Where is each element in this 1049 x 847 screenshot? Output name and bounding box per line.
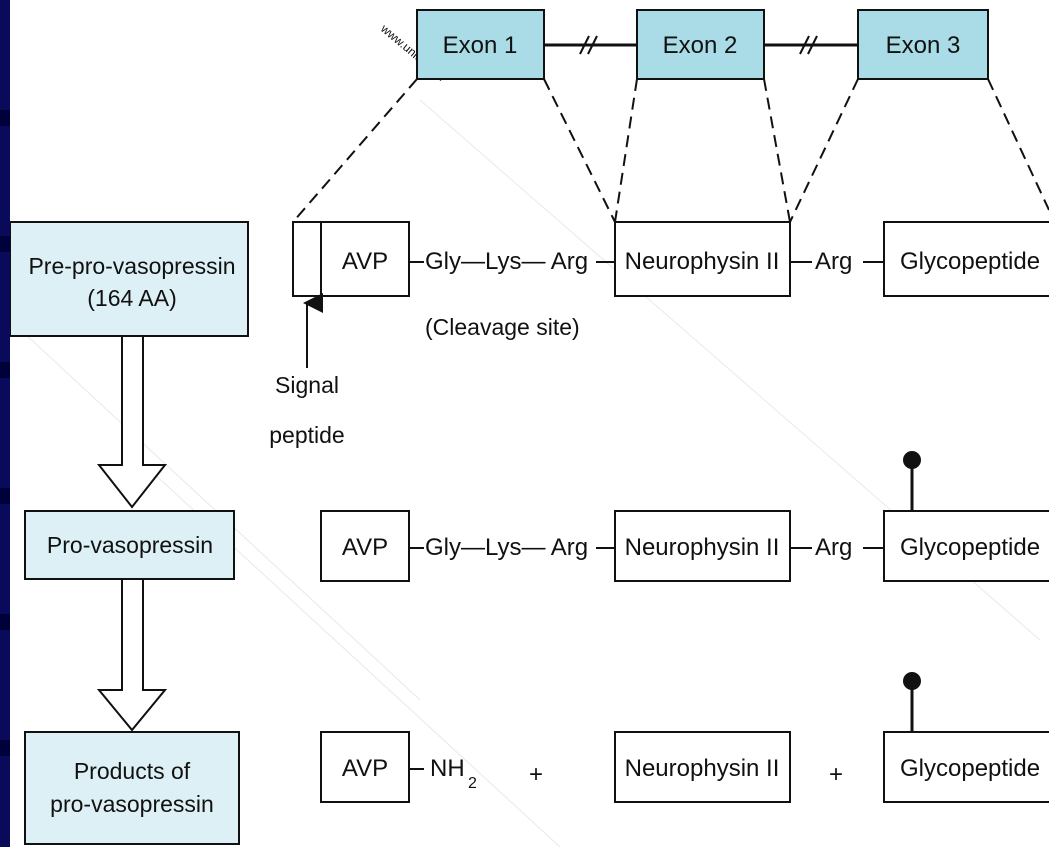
exon-row: Exon 1 Exon 2 Exon 3 [416,9,989,80]
neurophysin-label: Neurophysin II [625,755,780,782]
exon-3-label: Exon 3 [886,32,961,59]
neurophysin-box [614,731,791,803]
stage-products-box [24,731,240,845]
avp-box [320,221,410,297]
down-arrow-1 [96,335,168,509]
row-provasopressin: AVP Gly—Lys— Arg Neurophysin II Arg Glyc… [320,451,1049,582]
vasopressin-gene-diagram: www.unidocs.it Exon 1 Exon 2 Exon 3 Pre-… [10,9,1049,847]
stage-preprovasopressin-box [10,221,249,337]
stage-provasopressin-label: Pro-vasopressin [47,532,213,558]
cleavage-site-label: (Cleavage site) [425,314,580,340]
stage-preprovasopressin-line2: (164 AA) [87,285,177,311]
glycopeptide-label: Glycopeptide [900,755,1040,782]
down-arrow-2 [96,578,168,732]
avp-label: AVP [342,755,388,782]
signal-peptide-box [292,221,322,297]
exon-1-label: Exon 1 [443,32,518,59]
neurophysin-label: Neurophysin II [625,534,780,561]
glycopeptide-box [883,221,1049,297]
glycopeptide-box [883,510,1049,582]
signal-label-line2: peptide [269,422,344,448]
row-products: AVP NH 2 + Neurophysin II + Glycopeptide [320,672,1049,803]
neurophysin-box [614,221,791,297]
stage-provasopressin-box [24,510,235,580]
stage-products-line1: Products of [74,758,191,784]
glycopeptide-label: Glycopeptide [900,534,1040,561]
exon-1-box [416,9,545,80]
glycopeptide-box [883,731,1049,803]
nh2-label: NH [430,755,465,782]
plus-sign-1: + [529,761,543,788]
exon-3-box [857,9,989,80]
signal-label-line1: Signal [275,372,339,398]
nh2-subscript: 2 [468,775,477,792]
row-preprovasopressin: AVP Gly—Lys— Arg Neurophysin II Arg Glyc… [269,221,1049,448]
neurophysin-label: Neurophysin II [625,248,780,275]
avp-box [320,731,410,803]
plus-sign-2: + [829,761,843,788]
glycosylation-dot [903,672,921,690]
stage-preprovasopressin-line1: Pre-pro-vasopressin [28,253,235,279]
diagram-panel: www.unidocs.it Exon 1 Exon 2 Exon 3 Pre-… [10,0,1049,847]
linker-label: Gly—Lys— Arg [425,248,588,275]
avp-label: AVP [342,534,388,561]
exon-2-label: Exon 2 [663,32,738,59]
avp-label: AVP [342,248,388,275]
arg-label: Arg [815,248,852,275]
glycopeptide-label: Glycopeptide [900,248,1040,275]
exon-projection-lines [292,78,1049,223]
linker-label: Gly—Lys— Arg [425,534,588,561]
stage-column: Pre-pro-vasopressin (164 AA) Pro-vasopre… [10,221,249,845]
stage-products-line2: pro-vasopressin [50,791,214,817]
glycosylation-dot [903,451,921,469]
slide-background-strip [0,0,10,847]
avp-box [320,510,410,582]
arg-label: Arg [815,534,852,561]
neurophysin-box [614,510,791,582]
